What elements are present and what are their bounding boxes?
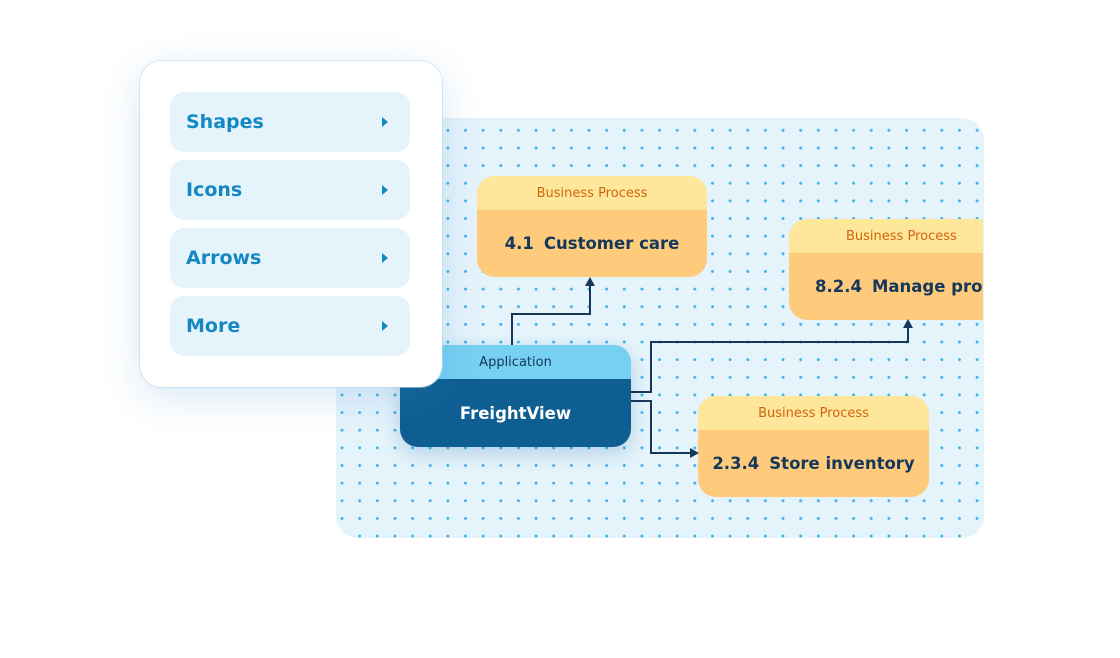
caret-right-icon xyxy=(382,117,388,127)
application-name: FreightView xyxy=(459,403,572,423)
caret-right-icon xyxy=(382,253,388,263)
process-type-label: Business Process xyxy=(698,396,929,430)
menu-item-shapes[interactable]: Shapes xyxy=(170,92,410,152)
process-title: 4.1 Customer care xyxy=(477,210,707,277)
process-number: 2.3.4 xyxy=(712,454,760,473)
process-number: 4.1 xyxy=(504,234,534,253)
process-name: Customer care xyxy=(543,234,680,253)
process-name: Manage profile xyxy=(871,277,1012,296)
process-node-customer-care[interactable]: Business Process 4.1 Customer care xyxy=(477,176,707,277)
menu-item-label: Shapes xyxy=(186,111,264,133)
process-title: 2.3.4 Store inventory xyxy=(698,430,929,497)
menu-item-arrows[interactable]: Arrows xyxy=(170,228,410,288)
process-type-label: Business Process xyxy=(789,219,983,253)
menu-item-label: Icons xyxy=(186,179,243,201)
menu-item-label: More xyxy=(186,315,241,337)
process-number: 8.2.4 xyxy=(815,277,862,296)
menu-item-icons[interactable]: Icons xyxy=(170,160,410,220)
process-name: Store inventory xyxy=(769,454,915,473)
caret-right-icon xyxy=(382,185,388,195)
menu-item-more[interactable]: More xyxy=(170,296,410,356)
caret-right-icon xyxy=(382,321,388,331)
process-node-store-inventory[interactable]: Business Process 2.3.4 Store inventory xyxy=(698,396,929,497)
process-title: 8.2.4 Manage profile xyxy=(789,253,1012,320)
process-node-manage-profile[interactable]: Business Process 8.2.4 Manage profile xyxy=(789,219,1012,320)
process-type-label: Business Process xyxy=(477,176,707,210)
shape-library-menu: Shapes Icons Arrows More xyxy=(140,61,442,387)
menu-item-label: Arrows xyxy=(186,247,262,269)
